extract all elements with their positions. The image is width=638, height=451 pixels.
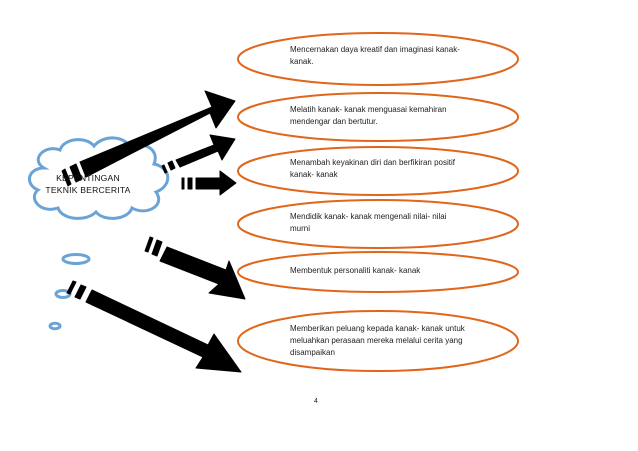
item-text-1: Mencernakan daya kreatif dan imaginasi k… (290, 45, 460, 66)
thought-cloud (28, 136, 170, 331)
item-text-5: Membentuk personaliti kanak- kanak (290, 266, 421, 275)
ellipse-5 (237, 251, 519, 293)
item-text-2: Melatih kanak- kanak menguasai kemahiran… (290, 105, 447, 126)
arrow-1 (61, 90, 236, 187)
cloud-shape (28, 136, 170, 220)
item-text-4: Mendidik kanak- kanak mengenali nilai- n… (290, 212, 447, 233)
arrow-4 (144, 236, 246, 300)
cloud-title: KEPENTINGAN TEKNIK BERCERITA (45, 173, 131, 195)
ellipse-2 (237, 92, 519, 142)
arrow-2 (161, 134, 236, 174)
arrow-3 (181, 170, 237, 196)
thought-bubble-small (48, 321, 62, 331)
page-number: 4 (314, 398, 318, 405)
arrow-group (61, 90, 246, 373)
item-text-6: Memberikan peluang kepada kanak- kanak u… (290, 324, 465, 357)
item-text-3: Menambah keyakinan diri dan berfikiran p… (290, 158, 455, 179)
ellipse-group (237, 32, 519, 372)
ellipse-3 (237, 146, 519, 196)
arrow-5 (66, 280, 242, 373)
thought-bubble-large (61, 253, 91, 265)
ellipse-6 (237, 310, 519, 372)
ellipse-4 (237, 199, 519, 249)
ellipse-1 (237, 32, 519, 86)
